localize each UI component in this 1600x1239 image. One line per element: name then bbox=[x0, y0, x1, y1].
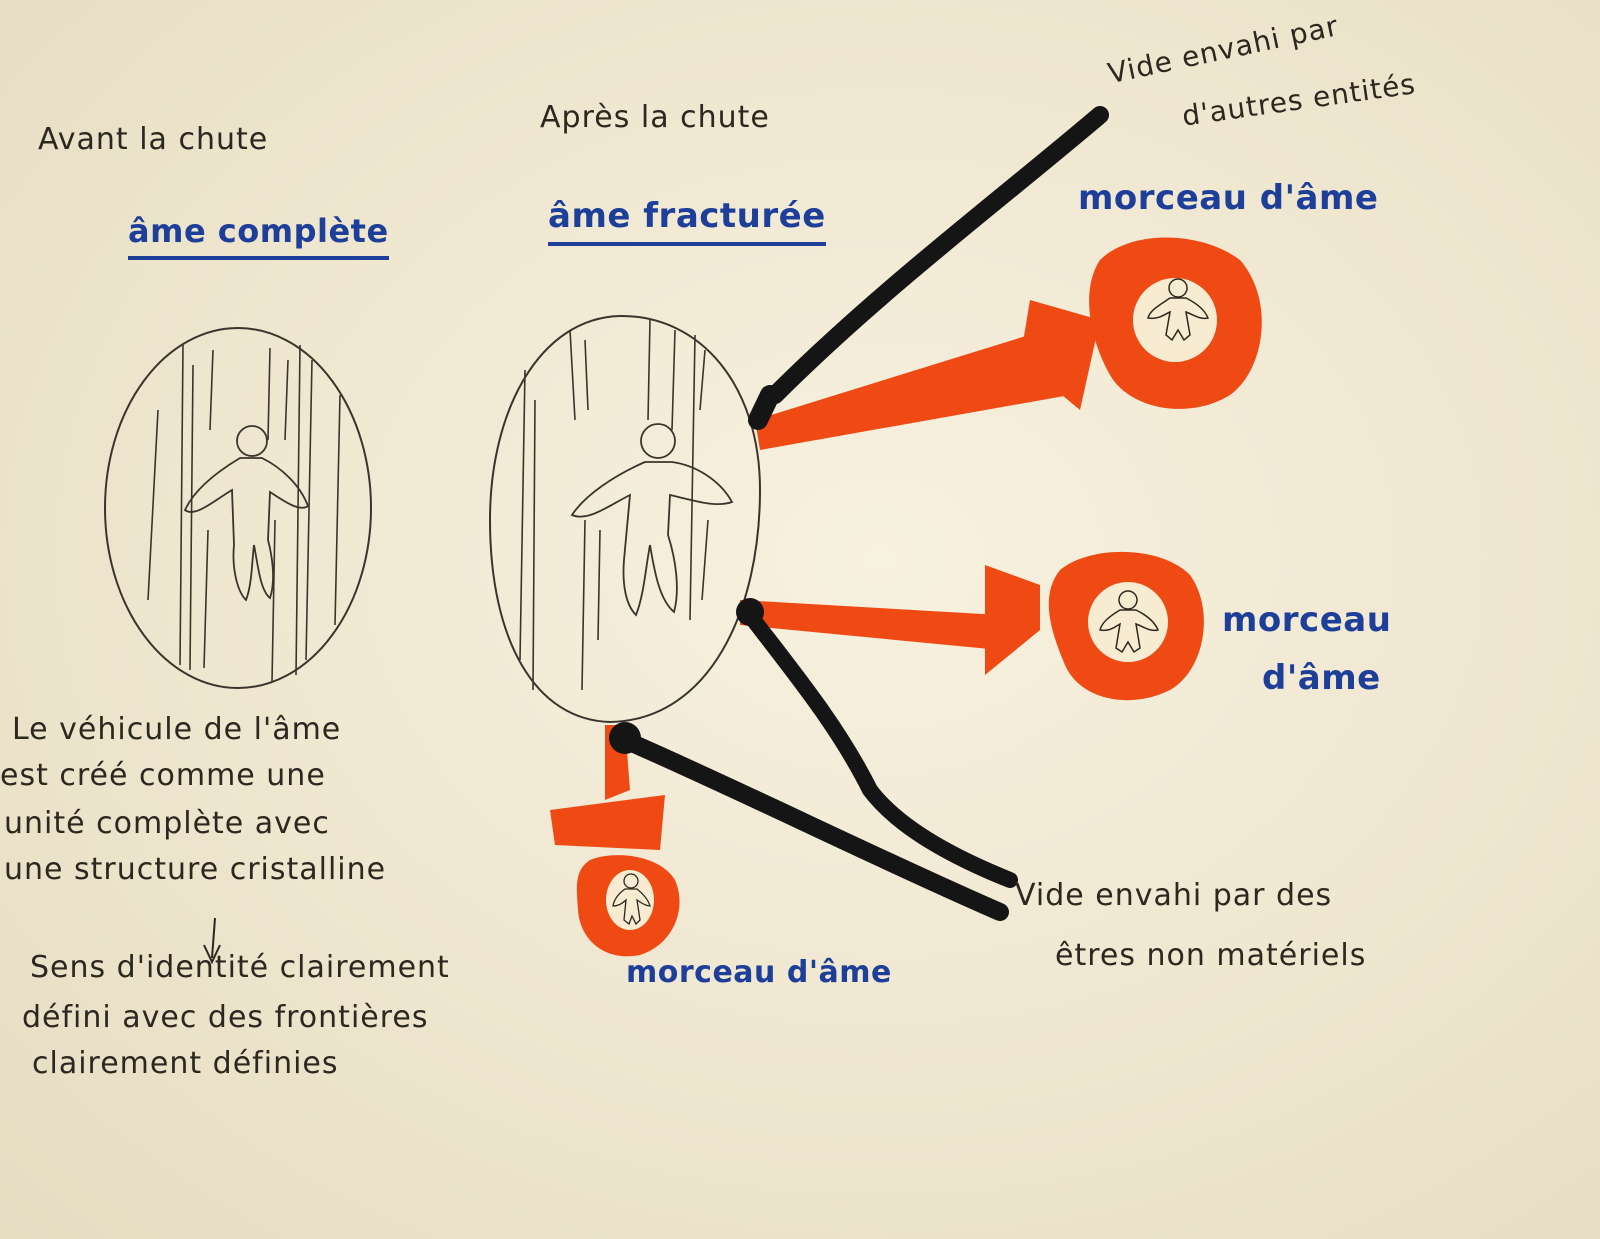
fractured-soul-figure-icon bbox=[570, 423, 734, 617]
fractured-soul-oval bbox=[488, 314, 762, 724]
fragment-bottom bbox=[550, 725, 680, 957]
before-title: Avant la chute bbox=[38, 122, 269, 157]
fragment-middle bbox=[740, 551, 1204, 701]
crystal-lines bbox=[147, 344, 341, 683]
before-result-line-2: défini avec des frontières bbox=[22, 1000, 429, 1035]
before-description-line-3: unité complète avec bbox=[4, 806, 330, 841]
void-line-bottom bbox=[616, 731, 1009, 921]
before-description-line-4: une structure cristalline bbox=[4, 852, 387, 887]
fragment-middle-label-line-2: d'âme bbox=[1262, 658, 1381, 698]
before-subtitle: âme complète bbox=[128, 212, 389, 260]
down-arrow-icon bbox=[203, 917, 221, 965]
void-markers bbox=[609, 106, 1109, 921]
fragment-top bbox=[755, 237, 1262, 450]
fragment-bottom-figure-icon bbox=[612, 873, 651, 926]
fragment-bottom-label: morceau d'âme bbox=[626, 955, 892, 990]
void-line-middle bbox=[744, 610, 1018, 888]
fragment-middle-label-line-1: morceau bbox=[1222, 600, 1392, 640]
before-description-line-1: Le véhicule de l'âme bbox=[12, 712, 342, 747]
fractured-crystal-lines bbox=[519, 319, 709, 691]
before-result-line-3: clairement définies bbox=[32, 1046, 339, 1081]
fragment-top-figure-icon bbox=[1147, 278, 1210, 342]
after-title: Après la chute bbox=[540, 100, 770, 135]
fractured-soul-drawing bbox=[488, 314, 762, 724]
void-bottom-line-1: Vide envahi par des bbox=[1015, 878, 1333, 913]
after-subtitle: âme fracturée bbox=[548, 196, 826, 246]
void-line-top bbox=[766, 106, 1109, 404]
void-bottom-line-2: êtres non matériels bbox=[1055, 938, 1367, 973]
fragment-middle-figure-icon bbox=[1099, 590, 1160, 654]
before-result-line-1: Sens d'identité clairement bbox=[30, 950, 450, 985]
before-description-line-2: est créé comme une bbox=[0, 758, 326, 793]
complete-soul-drawing bbox=[104, 327, 372, 689]
complete-soul-figure-icon bbox=[183, 425, 310, 602]
fragment-top-label: morceau d'âme bbox=[1078, 178, 1379, 218]
complete-soul-oval bbox=[104, 327, 372, 689]
